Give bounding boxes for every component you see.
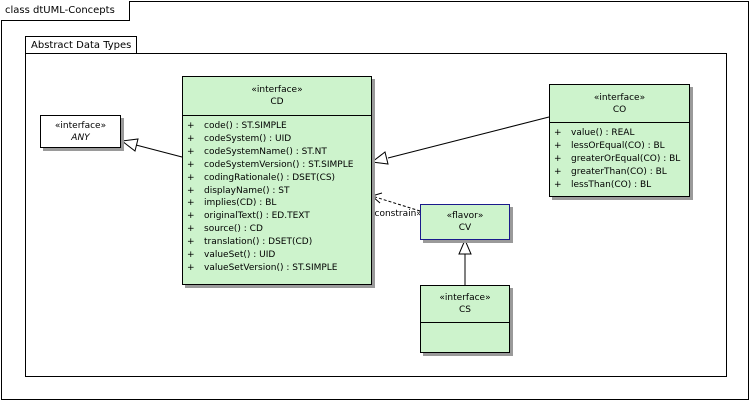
class-cs-stereotype: «interface»	[439, 293, 491, 303]
class-cv[interactable]: «flavor» CV	[420, 204, 510, 240]
constrain-label: «constrain»	[369, 209, 422, 219]
generalization-arrowhead-cd	[370, 151, 389, 165]
generalization-cd-any	[135, 144, 183, 158]
class-co-name: CO	[612, 105, 627, 115]
class-cs-name: CS	[459, 305, 471, 315]
operation: +code() : ST.SIMPLE	[187, 121, 287, 131]
operation: +codingRationale() : DSET(CS)	[187, 172, 336, 183]
class-cd-operations: +code() : ST.SIMPLE +codeSystem() : UID …	[183, 116, 371, 275]
operation: +source() : CD	[187, 224, 263, 235]
operation: +originalText() : ED.TEXT	[187, 211, 310, 222]
operation: +lessOrEqual(CO) : BL	[554, 140, 665, 151]
class-any-name: ANY	[71, 133, 90, 143]
class-cs[interactable]: «interface» CS	[420, 285, 510, 353]
class-cv-name: CV	[458, 223, 472, 233]
operation: +greaterOrEqual(CO) : BL	[554, 153, 681, 164]
operation: +codeSystemName() : ST.NT	[187, 146, 327, 157]
diagram-frame-title: class dtUML-Concepts	[1, 1, 130, 21]
class-any[interactable]: «interface» ANY	[40, 115, 121, 148]
class-cv-stereotype: «flavor»	[446, 211, 484, 221]
operation: +translation() : DSET(CD)	[187, 237, 313, 248]
operation: +displayName() : ST	[187, 185, 290, 196]
operation: +lessThan(CO) : BL	[554, 179, 652, 190]
operation: +valueSetVersion() : ST.SIMPLE	[187, 262, 338, 273]
constrain-arrowhead	[370, 192, 383, 204]
operation: +greaterThan(CO) : BL	[554, 166, 667, 177]
class-co-stereotype: «interface»	[593, 93, 646, 103]
operation: +codeSystem() : UID	[187, 133, 292, 144]
constrain-dependency-line	[371, 195, 421, 212]
class-cd-name: CD	[270, 97, 284, 107]
generalization-co-cd	[387, 116, 550, 159]
class-cd-stereotype: «interface»	[251, 85, 303, 95]
operation: +implies(CD) : BL	[187, 198, 277, 209]
operation: +value() : REAL	[554, 128, 635, 138]
operation: +codeSystemVersion() : ST.SIMPLE	[187, 159, 354, 170]
operation: +valueSet() : UID	[187, 250, 276, 261]
generalization-arrowhead-any	[120, 138, 139, 152]
package-tab: Abstract Data Types	[25, 36, 137, 54]
generalization-arrowhead-cv	[458, 238, 472, 255]
class-co[interactable]: «interface» CO +value() : REAL +lessOrEq…	[549, 84, 690, 197]
class-co-operations: +value() : REAL +lessOrEqual(CO) : BL +g…	[550, 123, 689, 192]
class-any-stereotype: «interface»	[54, 121, 107, 131]
class-cd[interactable]: «interface» CD +code() : ST.SIMPLE +code…	[182, 76, 372, 285]
